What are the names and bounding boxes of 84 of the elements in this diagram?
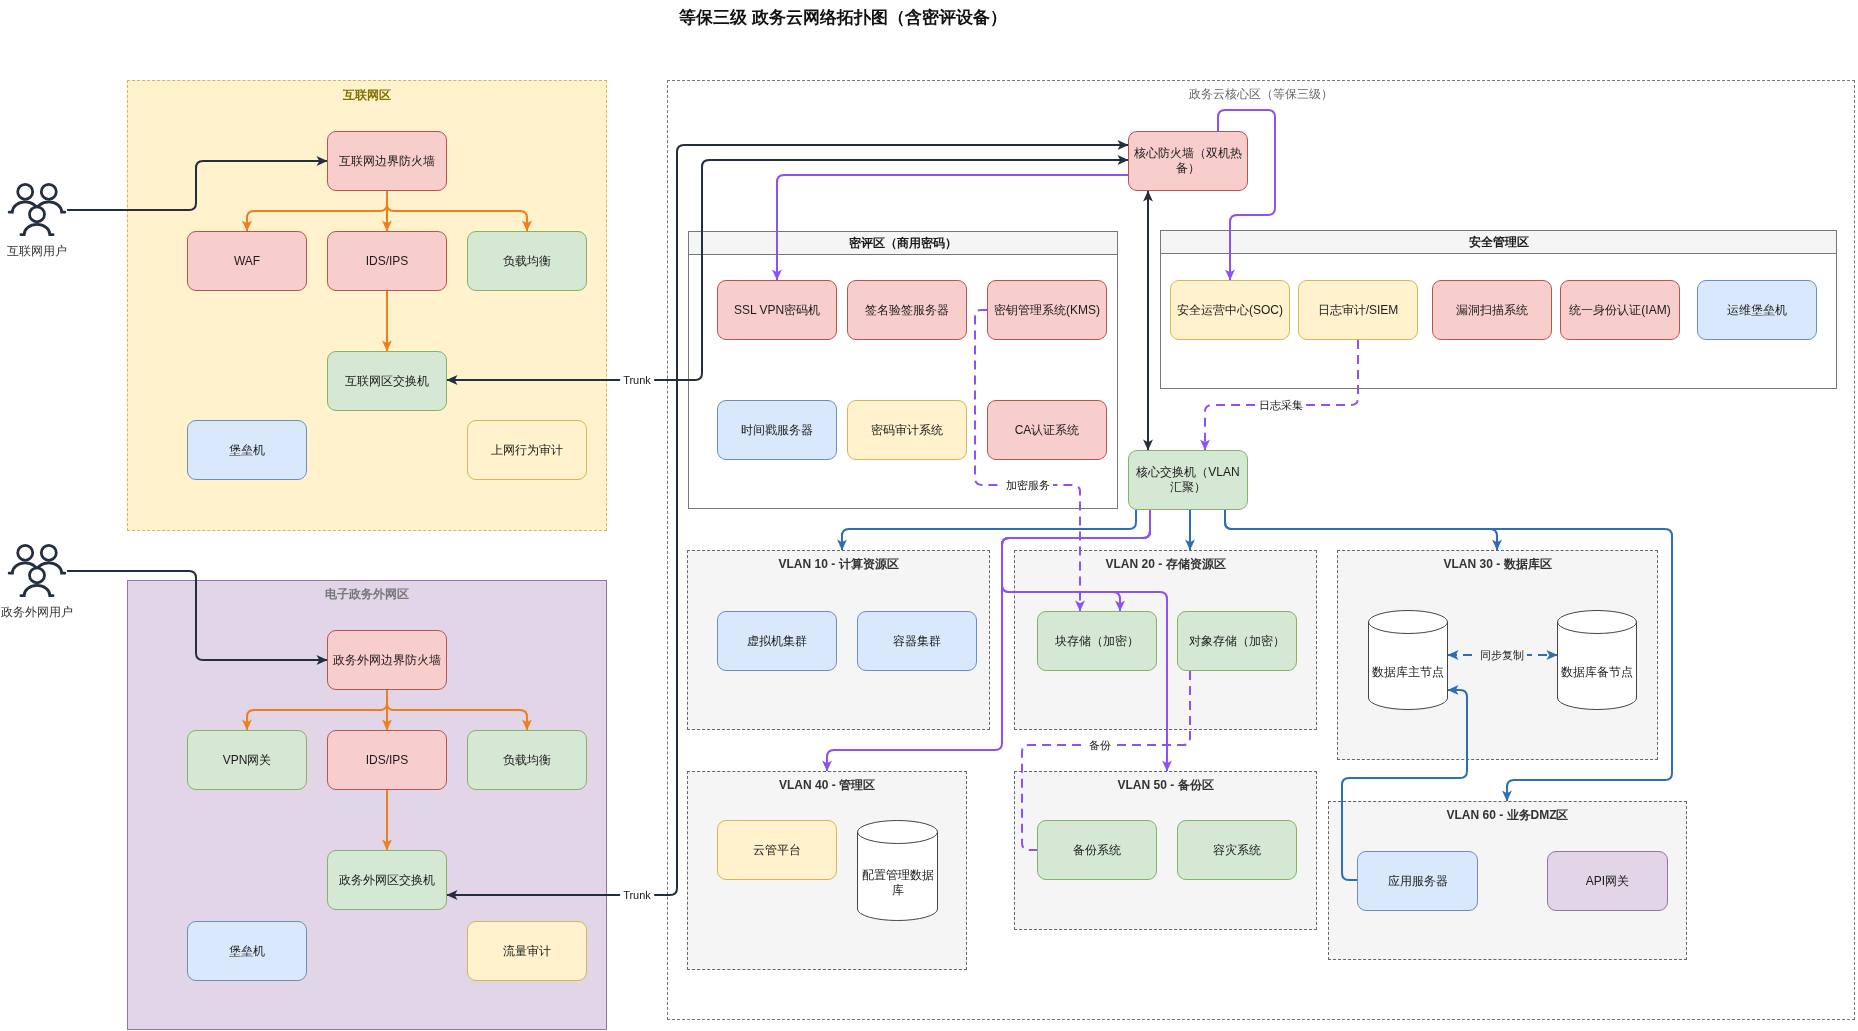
zone-box bbox=[1337, 550, 1658, 760]
device-box: 安全运营中心(SOC) bbox=[1170, 280, 1290, 340]
zone-title: VLAN 50 - 备份区 bbox=[1117, 778, 1214, 792]
users-icon bbox=[7, 543, 67, 599]
device-box: 流量审计 bbox=[467, 921, 587, 981]
database-cylinder: 数据库主节点 bbox=[1368, 610, 1448, 710]
device-box: 对象存储（加密） bbox=[1177, 611, 1297, 671]
arrow bbox=[446, 155, 1129, 385]
arrow bbox=[1143, 190, 1153, 451]
device-box: IDS/IPS bbox=[327, 730, 447, 790]
device-box: 漏洞扫描系统 bbox=[1432, 280, 1552, 340]
icon-label: 互联网用户 bbox=[7, 244, 67, 258]
zone-box bbox=[127, 80, 607, 531]
zone-box bbox=[127, 580, 607, 1030]
zone-title: VLAN 20 - 存储资源区 bbox=[1105, 557, 1226, 571]
database-cylinder: 配置管理数据库 bbox=[857, 820, 938, 921]
device-box: 应用服务器 bbox=[1357, 851, 1478, 911]
zone-title: VLAN 10 - 计算资源区 bbox=[778, 557, 899, 571]
device-box: CA认证系统 bbox=[987, 400, 1107, 460]
device-box: 日志审计/SIEM bbox=[1298, 280, 1418, 340]
zone-box bbox=[1014, 771, 1317, 930]
edge-label: 备份 bbox=[1086, 738, 1114, 752]
zone-title: VLAN 60 - 业务DMZ区 bbox=[1446, 808, 1569, 822]
device-box: 统一身份认证(IAM) bbox=[1560, 280, 1680, 340]
zone-title: VLAN 40 - 管理区 bbox=[779, 778, 875, 792]
zone-title: VLAN 30 - 数据库区 bbox=[1443, 557, 1552, 571]
database-cylinder: 数据库备节点 bbox=[1557, 610, 1637, 710]
device-box: 政务外网区交换机 bbox=[327, 850, 447, 910]
device-box: 互联网边界防火墙 bbox=[327, 131, 447, 191]
device-box: 虚拟机集群 bbox=[717, 611, 837, 671]
edge-label: 同步复制 bbox=[1477, 648, 1527, 662]
zone-panel bbox=[688, 231, 1118, 509]
device-box: 堡垒机 bbox=[187, 921, 307, 981]
zone-header: 密评区（商用密码） bbox=[689, 232, 1117, 255]
device-box: 块存储（加密） bbox=[1037, 611, 1157, 671]
device-box: 容灾系统 bbox=[1177, 820, 1297, 880]
device-box: WAF bbox=[187, 231, 307, 291]
arrow bbox=[837, 509, 1137, 551]
device-box: IDS/IPS bbox=[327, 231, 447, 291]
device-box: 堡垒机 bbox=[187, 420, 307, 480]
zone-header: 安全管理区 bbox=[1161, 231, 1836, 254]
zone-panel bbox=[1160, 230, 1837, 389]
icon-label: 政务外网用户 bbox=[1, 605, 73, 619]
device-box: VPN网关 bbox=[187, 730, 307, 790]
device-box: 时间戳服务器 bbox=[717, 400, 837, 460]
device-box: 备份系统 bbox=[1037, 820, 1157, 880]
arrow bbox=[446, 140, 1129, 900]
device-box: 政务外网边界防火墙 bbox=[327, 630, 447, 690]
zone-box bbox=[667, 80, 1855, 1020]
arrow bbox=[1341, 685, 1468, 881]
zone-box bbox=[1328, 801, 1687, 960]
zone-box bbox=[1014, 550, 1317, 730]
device-box: 云管平台 bbox=[717, 820, 837, 880]
device-box: API网关 bbox=[1547, 851, 1668, 911]
zone-title: 互联网区 bbox=[343, 88, 391, 102]
edge-label: Trunk bbox=[620, 888, 654, 902]
device-box: 运维堡垒机 bbox=[1697, 280, 1817, 340]
device-box: 签名验签服务器 bbox=[847, 280, 967, 340]
device-box: 负载均衡 bbox=[467, 231, 587, 291]
device-box: 互联网区交换机 bbox=[327, 351, 447, 411]
zone-box bbox=[687, 771, 967, 970]
zone-title: 电子政务外网区 bbox=[325, 587, 409, 601]
arrow bbox=[382, 290, 392, 352]
arrow bbox=[772, 174, 1129, 281]
arrow bbox=[66, 570, 328, 665]
zone-box bbox=[687, 550, 990, 730]
device-box: 上网行为审计 bbox=[467, 420, 587, 480]
device-box: SSL VPN密码机 bbox=[717, 280, 837, 340]
device-box: 密码审计系统 bbox=[847, 400, 967, 460]
edge-label: Trunk bbox=[620, 373, 654, 387]
edge-label: 加密服务 bbox=[1003, 478, 1053, 492]
arrow bbox=[386, 689, 532, 731]
arrow bbox=[1185, 509, 1195, 551]
device-box: 负载均衡 bbox=[467, 730, 587, 790]
device-box: 核心防火墙（双机热备） bbox=[1128, 131, 1248, 191]
arrow bbox=[66, 156, 328, 211]
device-box: 核心交换机（VLAN汇聚） bbox=[1128, 450, 1248, 510]
device-box: 密钥管理系统(KMS) bbox=[987, 280, 1107, 340]
arrow bbox=[386, 190, 532, 232]
device-box: 容器集群 bbox=[857, 611, 977, 671]
arrow bbox=[382, 789, 392, 851]
diagram-title: 等保三级 政务云网络拓扑图（含密评设备） bbox=[679, 8, 1007, 28]
users-icon bbox=[7, 182, 67, 238]
zone-title: 政务云核心区（等保三级） bbox=[1189, 87, 1333, 101]
